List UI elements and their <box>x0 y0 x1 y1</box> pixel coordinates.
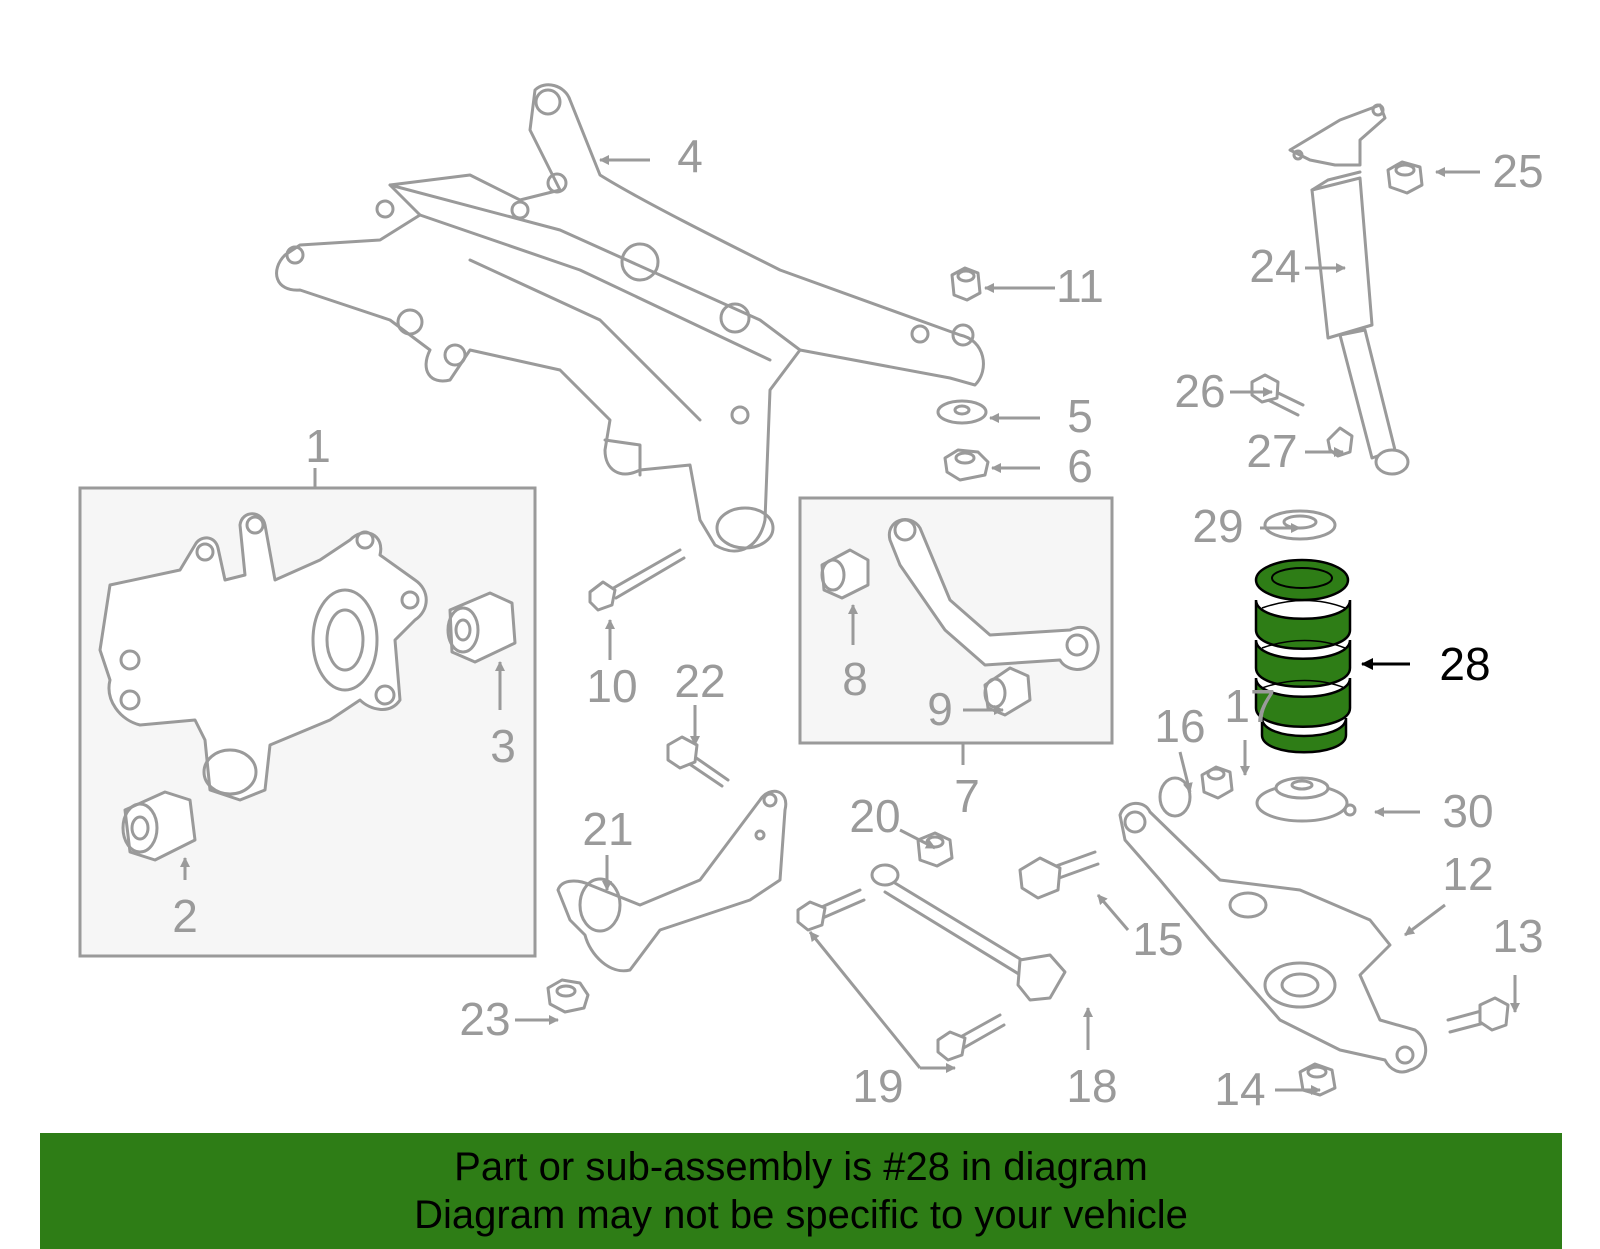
nut-25 <box>1386 160 1424 195</box>
callout-19: 19 <box>852 1060 903 1112</box>
callout-11: 11 <box>1056 260 1104 312</box>
bolt-19-lower <box>936 1013 1006 1062</box>
leader-15 <box>1096 894 1130 931</box>
nut-20 <box>916 831 954 868</box>
nut-6 <box>943 448 990 482</box>
callout-14: 14 <box>1214 1063 1265 1115</box>
rear-subframe <box>275 83 985 553</box>
callout-24: 24 <box>1249 240 1300 292</box>
leader-20 <box>899 828 936 850</box>
callout-13: 13 <box>1492 910 1543 962</box>
callout-20: 20 <box>849 790 900 842</box>
leader-16 <box>1178 751 1193 793</box>
callout-9: 9 <box>927 683 953 735</box>
bolt-26 <box>1250 373 1305 417</box>
callout-5: 5 <box>1067 390 1093 442</box>
callout-18: 18 <box>1066 1060 1117 1112</box>
nut-17 <box>1200 765 1234 800</box>
callout-21: 21 <box>582 803 633 855</box>
coil-spring-highlighted <box>1254 558 1352 754</box>
washer-5 <box>936 399 988 425</box>
spring-seat-30 <box>1255 776 1357 823</box>
leader-12 <box>1404 903 1446 937</box>
bushing-2 <box>121 790 197 862</box>
callout-8: 8 <box>842 653 868 705</box>
callout-22: 22 <box>674 655 725 707</box>
callout-2: 2 <box>172 890 198 942</box>
bolt-22 <box>666 735 730 788</box>
callout-6: 6 <box>1067 440 1093 492</box>
callout-7: 7 <box>954 770 980 822</box>
shock-absorber <box>1288 103 1410 476</box>
toe-link-18 <box>870 863 1067 1002</box>
bolt-15 <box>1018 850 1100 900</box>
bushing-8 <box>820 548 870 600</box>
callout-1: 1 <box>305 420 331 472</box>
callout-10: 10 <box>586 660 637 712</box>
callout-3: 3 <box>490 720 516 772</box>
callout-27: 27 <box>1246 425 1297 477</box>
nut-11 <box>950 266 982 302</box>
callout-26: 26 <box>1174 365 1225 417</box>
lower-control-arm-12 <box>1118 801 1428 1074</box>
callout-15: 15 <box>1132 913 1183 965</box>
bolt-10 <box>588 548 686 612</box>
callout-23: 23 <box>459 993 510 1045</box>
lateral-link-21 <box>556 789 788 973</box>
callout-12: 12 <box>1442 848 1493 900</box>
bushing-3 <box>446 591 517 664</box>
bolt-13 <box>1446 996 1510 1034</box>
callout-28: 28 <box>1439 638 1490 690</box>
banner-line-2: Diagram may not be specific to your vehi… <box>414 1193 1188 1237</box>
leader-19 <box>808 931 922 1069</box>
callout-17: 17 <box>1224 680 1275 732</box>
rear-knuckle <box>98 512 428 802</box>
callout-25: 25 <box>1492 145 1543 197</box>
seal-16 <box>1158 776 1192 818</box>
highlight-banner: Part or sub-assembly is #28 in diagram D… <box>40 1133 1562 1249</box>
callout-29: 29 <box>1192 500 1243 552</box>
spring-seat-29 <box>1263 509 1337 541</box>
banner-line-1: Part or sub-assembly is #28 in diagram <box>454 1145 1148 1189</box>
callout-16: 16 <box>1154 700 1205 752</box>
nut-23 <box>546 978 590 1014</box>
callout-30: 30 <box>1442 785 1493 837</box>
upper-control-arm <box>887 518 1100 671</box>
bolt-19-upper <box>796 888 866 932</box>
callout-4: 4 <box>677 130 703 182</box>
